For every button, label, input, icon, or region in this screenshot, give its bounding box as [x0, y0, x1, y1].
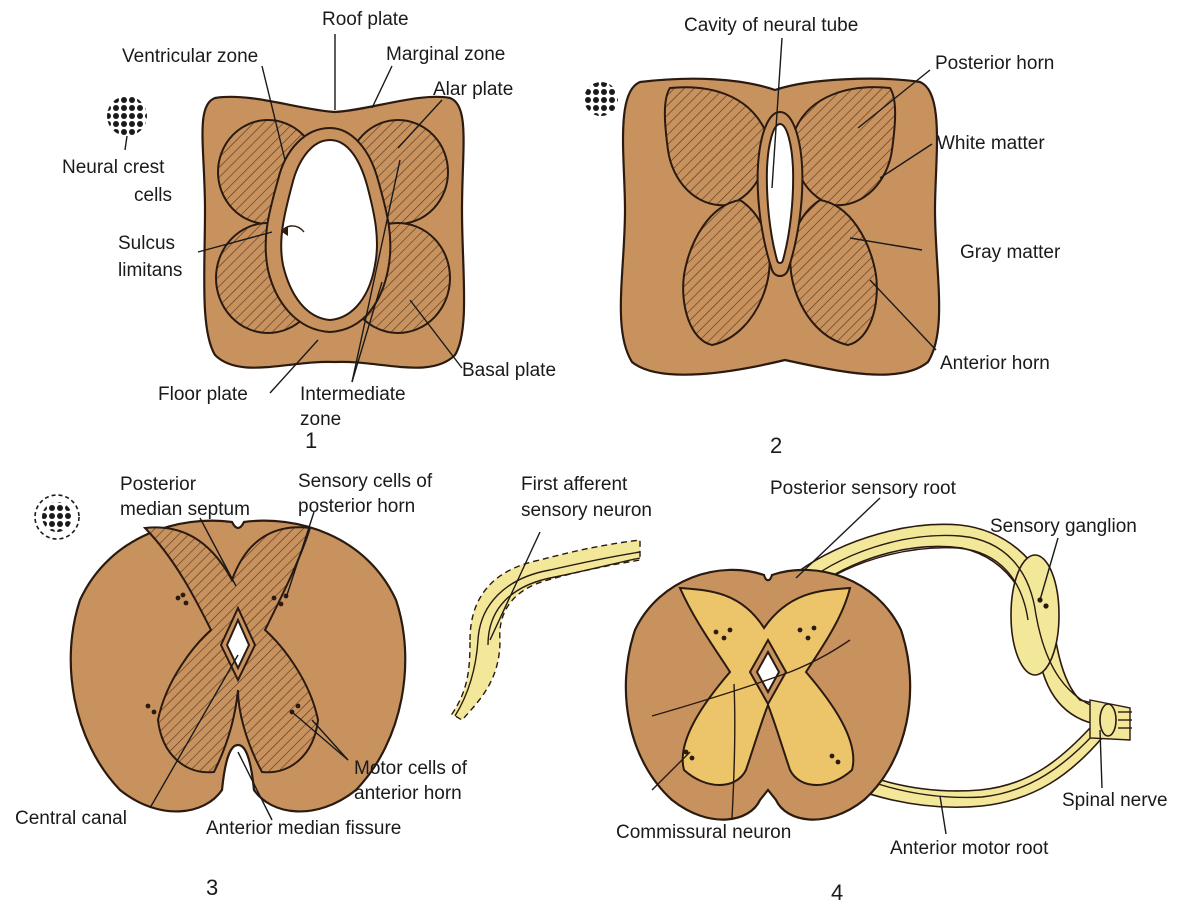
- panel-1-ventricular-zone-label: Ventricular zone: [122, 46, 258, 67]
- panel-1-intermediate-label-line2: zone: [300, 409, 341, 430]
- panel-4-ganglion-label: Sensory ganglion: [990, 516, 1137, 537]
- panel-2-crest-cluster: [584, 82, 618, 116]
- panel-4-number: 4: [831, 880, 843, 905]
- panel-1-neural-crest-cells: [107, 96, 147, 136]
- panel-1-sulcus-label-line1: Sulcus: [118, 233, 175, 254]
- panel-3-motor-label-line2: anterior horn: [354, 783, 462, 804]
- panel-1-neural-crest-label-line2: cells: [134, 185, 172, 206]
- panel-1-neural-crest-label-line1: Neural crest: [62, 157, 165, 178]
- panel-1-marginal-lead: [372, 66, 392, 108]
- panel-3-cell-cluster-inner: [42, 502, 72, 532]
- panel-1-alar-plate-label: Alar plate: [433, 79, 513, 100]
- panel-2-anterior-horn-label: Anterior horn: [940, 353, 1050, 374]
- panel-4-afferent-label-line2: sensory neuron: [521, 500, 652, 521]
- panel-2-gray-matter-label: Gray matter: [960, 242, 1061, 263]
- panel-2-posterior-horn-label: Posterior horn: [935, 53, 1054, 74]
- panel-3-fissure-label: Anterior median fissure: [206, 818, 401, 839]
- panel-3-number: 3: [206, 875, 218, 900]
- panel-3-sensory-label-line2: posterior horn: [298, 496, 415, 517]
- panel-4-commissural-label: Commissural neuron: [616, 822, 791, 843]
- panel-1-intermediate-label-line1: Intermediate: [300, 384, 406, 405]
- panel-4-afferent-label-line1: First afferent: [521, 474, 628, 495]
- panel-1-marginal-zone-label: Marginal zone: [386, 44, 505, 65]
- panel-4-first-afferent-band: [452, 540, 640, 720]
- panel-1-floor-plate-label: Floor plate: [158, 384, 248, 405]
- panel-3-sensory-label-line1: Sensory cells of: [298, 471, 433, 492]
- panel-1-basal-plate-label: Basal plate: [462, 360, 556, 381]
- panel-1-roof-plate-label: Roof plate: [322, 9, 409, 30]
- panel-1-crest-lead: [125, 136, 127, 150]
- panel-4-anterior-root-label: Anterior motor root: [890, 838, 1049, 859]
- panel-3-mature-cord: Posterior median septum Sensory cells of…: [15, 471, 468, 900]
- panel-2-cavity-label: Cavity of neural tube: [684, 15, 858, 36]
- panel-4-reflex-pathways: First afferent sensory neuron Posterior …: [452, 474, 1168, 905]
- panel-2-neural-tube-later: Cavity of neural tube Posterior horn Whi…: [584, 15, 1061, 458]
- panel-3-motor-label-line1: Motor cells of: [354, 758, 468, 779]
- panel-1-neural-tube-early: Roof plate Ventricular zone Marginal zon…: [62, 9, 556, 453]
- panel-2-number: 2: [770, 433, 782, 458]
- panel-1-sulcus-label-line2: limitans: [118, 260, 182, 281]
- panel-4-spinal-nerve-label: Spinal nerve: [1062, 790, 1168, 811]
- panel-1-number: 1: [305, 428, 317, 453]
- panel-4-ganglion-cell-b: [1043, 603, 1048, 608]
- panel-4-posterior-root-label: Posterior sensory root: [770, 478, 957, 499]
- panel-3-septum-label-line2: median septum: [120, 499, 250, 520]
- panel-2-white-matter-label: White matter: [937, 133, 1045, 154]
- panel-4-sensory-ganglion: [1011, 555, 1059, 675]
- panel-3-central-canal-label: Central canal: [15, 808, 127, 829]
- panel-3-septum-label-line1: Posterior: [120, 474, 197, 495]
